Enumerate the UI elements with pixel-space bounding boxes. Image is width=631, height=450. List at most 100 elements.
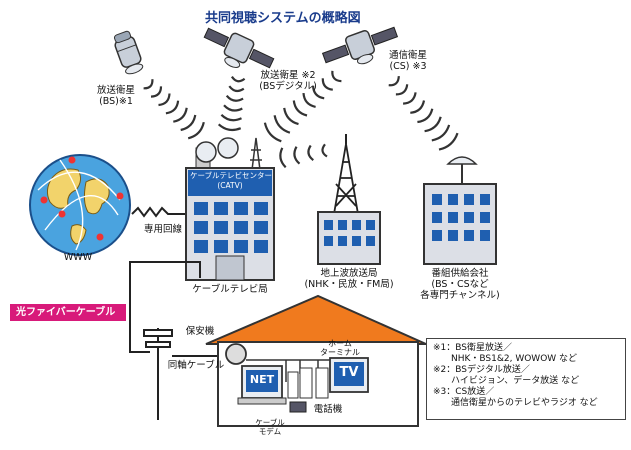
building-window	[480, 230, 490, 241]
terrestrial-label: 地上波放送局 (NHK・民放・FM局)	[296, 268, 402, 290]
earth-globe-icon	[29, 154, 131, 256]
radio-wave-arc	[150, 86, 163, 98]
radio-wave-arc	[223, 104, 243, 112]
radio-wave-arc	[220, 113, 242, 122]
footnote-line: ハイビジョン、データ放送 など	[433, 376, 580, 386]
radio-wave-arc	[292, 100, 308, 117]
building-window	[234, 221, 248, 234]
radio-wave-arc	[431, 124, 451, 142]
page-title: 共同視聴システムの概略図	[205, 11, 361, 26]
footnote-line: 通信衛星からのテレビやラジオ など	[433, 398, 598, 408]
terrestrial-label-line2: (NHK・民放・FM局)	[304, 279, 394, 290]
building-window	[338, 220, 347, 230]
building-window	[464, 230, 474, 241]
radio-wave-arc	[395, 84, 409, 96]
radio-wave-arc	[321, 143, 328, 158]
cable-modem-line1: ケーブル	[255, 418, 285, 427]
building-window	[352, 236, 361, 246]
radio-wave-arc	[158, 93, 171, 107]
home-terminal-line2: ターミナル	[320, 348, 360, 357]
radio-wave-arc	[302, 92, 316, 108]
footnote-line: ※2：BSデジタル放送／	[433, 365, 530, 375]
cs-label-line1: 通信衛星	[388, 50, 427, 61]
building-window	[234, 240, 248, 253]
catv-sign-line1: ケーブルテレビセンター	[190, 171, 273, 180]
radio-wave-arc	[273, 115, 291, 134]
building-window	[254, 240, 268, 253]
provider-label: 番組供給会社 (BS・CSなど 各専門チャンネル)	[410, 268, 510, 301]
radio-wave-arc	[438, 132, 459, 151]
dedicated-line	[131, 206, 194, 218]
cs-satellite-icon	[321, 26, 399, 65]
bs-digital-label-line2: (BSデジタル)	[259, 81, 317, 92]
building-window	[194, 240, 208, 253]
dedicated-line-label: 専用回線	[143, 224, 182, 235]
building-window	[366, 220, 375, 230]
provider-label-line1: 番組供給会社	[431, 268, 489, 279]
building-window	[448, 230, 458, 241]
radio-wave-arc	[230, 75, 246, 83]
building-window	[254, 202, 268, 215]
building-window	[324, 236, 333, 246]
building-window	[338, 236, 347, 246]
building-window	[214, 240, 228, 253]
bs-digital-satellite-label: 放送衛星 ※2 (BSデジタル)	[248, 70, 328, 92]
cable-modem-line2: モデム	[258, 427, 282, 436]
cs-satellite-label: 通信衛星 (CS) ※3	[380, 50, 436, 72]
radio-wave-arc	[143, 79, 154, 90]
building-window	[480, 194, 490, 205]
bs-label-line2: (BS)※1	[99, 96, 133, 107]
radio-wave-arc	[424, 116, 442, 133]
radio-wave-arc	[165, 100, 180, 115]
radio-wave-arc	[388, 76, 400, 87]
building-window	[448, 212, 458, 223]
building-window	[214, 221, 228, 234]
building-window	[194, 202, 208, 215]
footnote-box: ※1：BS衛星放送／ NHK・BS1&2, WOWOW など ※2：BSデジタル…	[426, 338, 626, 420]
building-window	[324, 220, 333, 230]
building-window	[254, 221, 268, 234]
catv-sign-line2: (CATV)	[217, 181, 243, 190]
fiber-cable-badge: 光ファイバーケーブル	[10, 304, 126, 321]
catv-label: ケーブルテレビ局	[192, 284, 268, 295]
radio-wave-arc	[312, 85, 325, 100]
radio-wave-arc	[279, 147, 287, 169]
building-window	[366, 236, 375, 246]
terrestrial-label-line1: 地上波放送局	[320, 268, 378, 279]
bs-digital-satellite-icon	[203, 27, 275, 69]
building-window	[464, 212, 474, 223]
satellite-waves	[143, 70, 459, 169]
radio-wave-arc	[307, 144, 314, 161]
building-window	[448, 194, 458, 205]
bs-satellite-icon	[113, 30, 144, 75]
radio-wave-arc	[263, 122, 282, 143]
cable-modem-label: ケーブル モデム	[250, 418, 290, 436]
house-icon	[205, 294, 427, 427]
footnote-line: NHK・BS1&2, WOWOW など	[433, 354, 578, 364]
bs-satellite-label: 放送衛星 (BS)※1	[88, 85, 144, 107]
radio-wave-arc	[180, 114, 197, 132]
radio-wave-arc	[187, 121, 205, 140]
footnote-line: ※1：BS衛星放送／	[433, 343, 512, 353]
radio-wave-arc	[417, 108, 434, 124]
building-window	[480, 212, 490, 223]
radio-wave-arc	[225, 94, 244, 102]
coax-label: 同軸ケーブル	[167, 360, 225, 371]
provider-label-line3: 各専門チャンネル)	[420, 290, 500, 301]
utility-pole-icon	[143, 328, 173, 420]
building-window	[234, 202, 248, 215]
building-window	[352, 220, 361, 230]
building-window	[464, 194, 474, 205]
footnote-line: ※3：CS放送／	[433, 387, 495, 397]
building-window	[432, 194, 442, 205]
radio-wave-arc	[217, 123, 242, 132]
radio-wave-arc	[331, 70, 342, 83]
provider-building-icon	[423, 156, 497, 265]
building-window	[194, 221, 208, 234]
cs-label-line2: (CS) ※3	[389, 61, 427, 72]
terrestrial-station-icon	[317, 134, 381, 265]
radio-wave-arc	[283, 107, 299, 126]
radio-wave-arc	[293, 146, 301, 165]
